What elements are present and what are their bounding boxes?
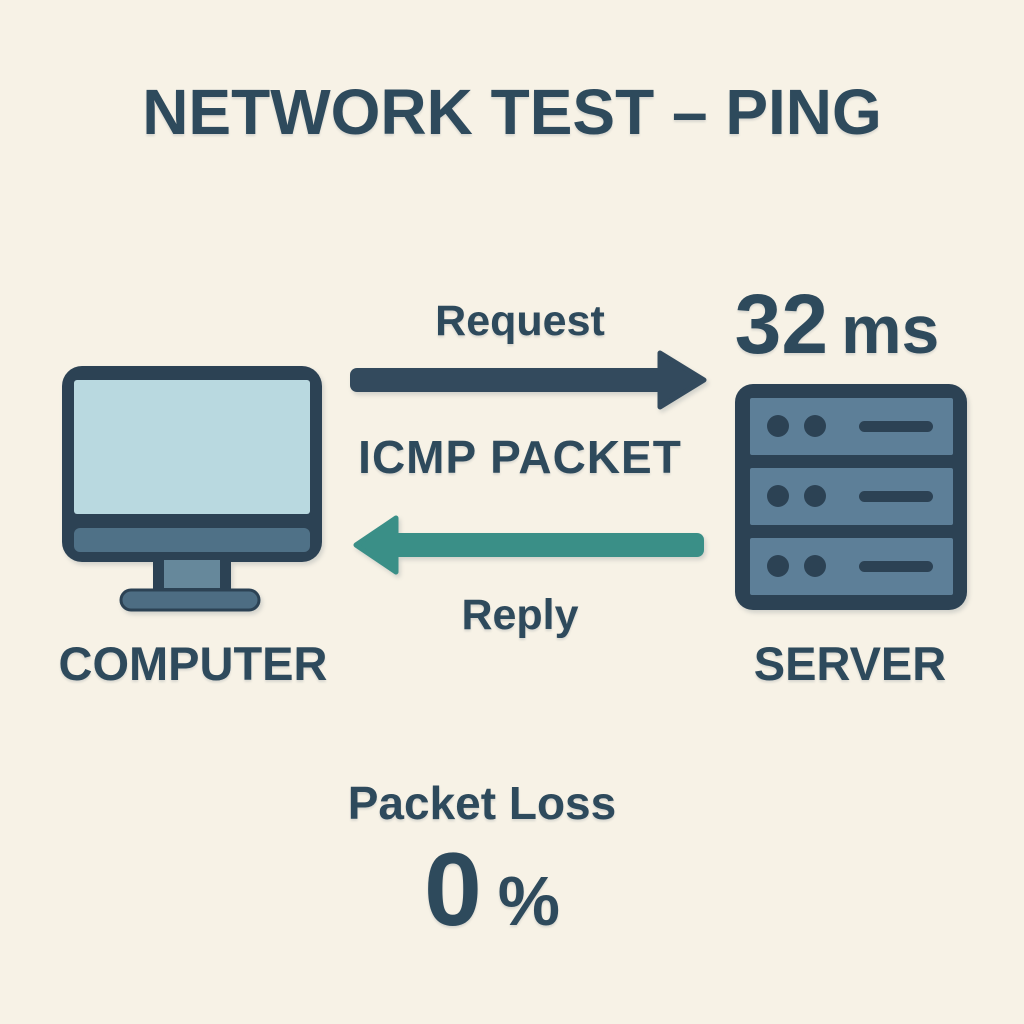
- packet-loss-readout: 0 %: [282, 838, 702, 942]
- computer-icon: [62, 366, 322, 612]
- request-arrow-icon: [350, 350, 707, 410]
- page-title: NETWORK TEST – PING: [142, 76, 882, 148]
- request-label: Request: [435, 297, 605, 345]
- computer-label: COMPUTER: [58, 637, 328, 690]
- reply-arrow-icon: [353, 515, 704, 575]
- latency-value: 32: [734, 277, 829, 371]
- packet-loss-value: 0: [423, 832, 482, 948]
- icmp-packet-label: ICMP PACKET: [358, 431, 682, 483]
- reply-label: Reply: [461, 591, 579, 639]
- latency-unit: ms: [841, 292, 940, 368]
- latency-readout: 32 ms: [712, 282, 962, 366]
- packet-loss-unit: %: [497, 862, 561, 940]
- packet-loss-label: Packet Loss: [347, 777, 617, 829]
- server-label: SERVER: [753, 637, 947, 690]
- server-icon: [735, 384, 967, 610]
